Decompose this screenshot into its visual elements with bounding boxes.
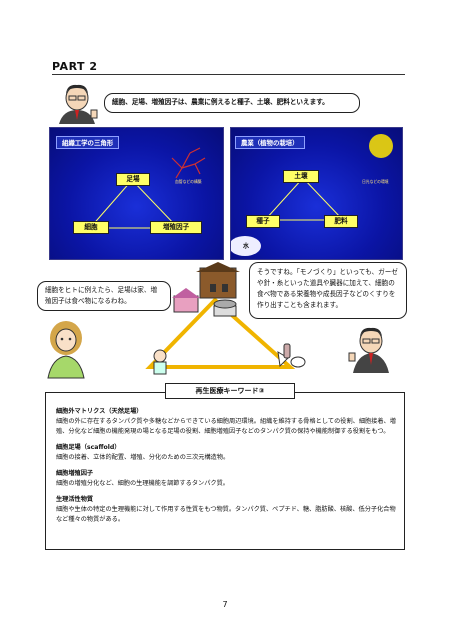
panel-title: 農業（植物の栽培） — [235, 136, 305, 149]
keyword-header: 再生医療キーワード③ — [165, 383, 295, 399]
fertilizer-box: 肥料 — [324, 215, 358, 228]
page-number: 7 — [222, 600, 228, 609]
growth-factor-box: 増殖因子 — [150, 221, 202, 234]
keyword-desc: 細胞の増殖分化など、細胞の生理機能を調節するタンパク質。 — [56, 480, 229, 487]
panel-caption: 血管などの構築 — [175, 179, 202, 184]
teacher-avatar — [59, 84, 98, 124]
part-title: PART 2 — [52, 60, 98, 73]
keyword-term: 細胞増殖因子 — [56, 470, 94, 477]
cell-box: 細胞 — [73, 221, 109, 234]
keyword-desc: 細胞の接着、立体的配置、増殖、分化のための三次元構造物。 — [56, 454, 230, 461]
seed-box: 種子 — [246, 215, 280, 228]
triangle-lines — [88, 147, 206, 229]
speech-bubble-left: 細胞をヒトに例えたら、足場は家、増殖因子は食べ物になるわね。 — [37, 281, 171, 311]
keyword-entry: 細胞外マトリクス（天然足場） 細胞の外に存在するタンパク質や多糖などからできてい… — [56, 407, 396, 437]
scaffold-box: 足場 — [116, 173, 150, 186]
keyword-box: 細胞外マトリクス（天然足場） 細胞の外に存在するタンパク質や多糖などからできてい… — [45, 392, 405, 550]
keyword-desc: 細胞の外に存在するタンパク質や多糖などからできている細胞周辺環境。組織を維持する… — [56, 418, 396, 435]
soil-box: 土壌 — [283, 170, 319, 183]
agriculture-panel: 農業（植物の栽培） 土壌 種子 肥料 日光などの環境 水 — [230, 127, 403, 260]
panel-title: 組織工学の三角形 — [56, 136, 120, 149]
speech-bubble-right: そうですね。「モノづくり」といっても、ガーゼや針・糸といった道具や臓器に加えて、… — [249, 262, 407, 319]
keyword-term: 細胞外マトリクス（天然足場） — [56, 408, 143, 415]
keyword-entry: 細胞増殖因子 細胞の増殖分化など、細胞の生理機能を調節するタンパク質。 — [56, 469, 396, 489]
tissue-engineering-panel: 組織工学の三角形 足場 細胞 増殖因子 血管などの構築 — [49, 127, 224, 260]
title-rule — [52, 74, 405, 75]
woman-avatar — [47, 321, 85, 379]
triangle-lines — [231, 134, 393, 256]
teacher-avatar-bottom — [348, 327, 389, 373]
speech-bubble-top: 細胞、足場、増殖因子は、農業に例えると種子、土壌、肥料といえます。 — [104, 93, 360, 113]
water-label: 水 — [243, 243, 250, 250]
keyword-term: 細胞足場（scaffold） — [56, 444, 121, 451]
keyword-desc: 細胞や生体の特定の生理機能に対して作用する性質をもつ物質。タンパク質、ペプチド、… — [56, 506, 396, 523]
house-food-illustration — [145, 262, 306, 375]
panel-caption: 日光などの環境 — [362, 179, 389, 184]
keyword-term: 生理活性物質 — [56, 496, 94, 503]
keyword-entry: 生理活性物質 細胞や生体の特定の生理機能に対して作用する性質をもつ物質。タンパク… — [56, 495, 396, 525]
keyword-entry: 細胞足場（scaffold） 細胞の接着、立体的配置、増殖、分化のための三次元構… — [56, 443, 396, 463]
